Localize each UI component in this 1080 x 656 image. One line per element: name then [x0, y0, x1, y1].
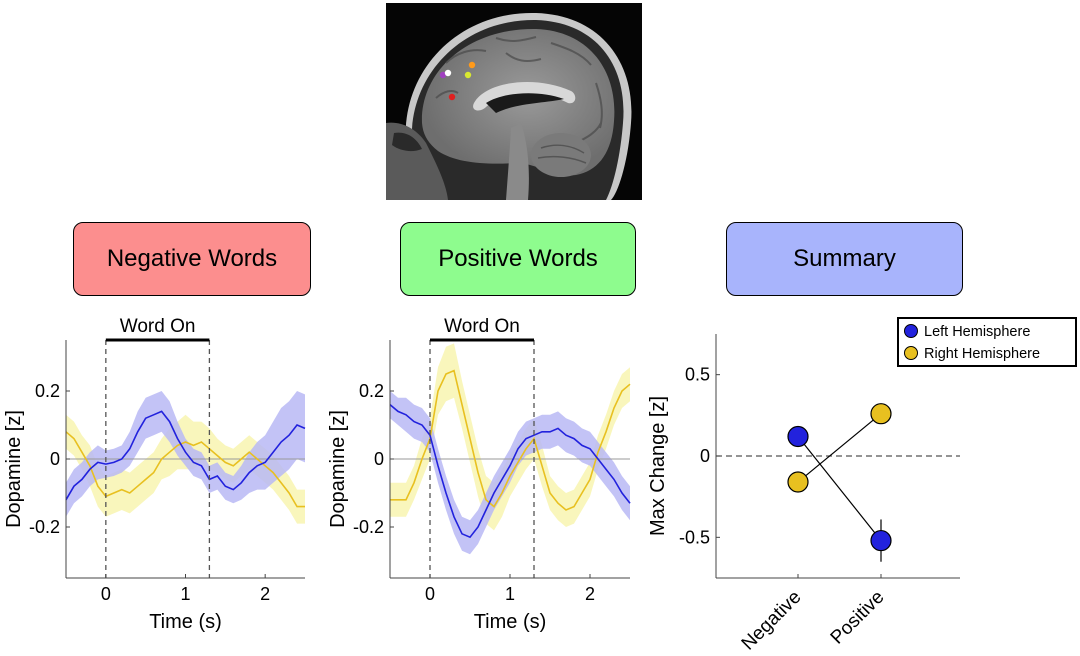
y-tick-label: 0 [700, 446, 710, 466]
y-axis-label: Dopamine [z] [3, 410, 25, 528]
legend-box [897, 317, 1077, 367]
positive-words-label: Positive Words [400, 222, 636, 296]
y-axis-label: Max Change [z] [647, 396, 669, 536]
electrode-white [444, 69, 452, 77]
legend-marker-left [904, 324, 918, 338]
x-tick-label: 2 [260, 584, 270, 604]
mri-sagittal-image [386, 3, 642, 200]
y-tick-label: -0.2 [29, 517, 60, 537]
electrode-orange [468, 61, 476, 69]
left-marker-positive [870, 529, 892, 552]
positive-words-plot: 0 1 2 -0.2 0 0.2 Word On Time (s) Dopamine [z] [327, 316, 631, 633]
x-tick-label: 0 [101, 584, 111, 604]
left-hemisphere-line [65, 410, 306, 501]
y-tick-label: 0.2 [35, 381, 60, 401]
legend-label-right: Right Hemisphere [924, 346, 1040, 362]
right-marker-negative [787, 471, 809, 493]
legend-marker-right [904, 346, 918, 360]
right-hemisphere-connector [797, 413, 882, 483]
left-hemisphere-connector [797, 436, 882, 541]
y-axis-label: Dopamine [z] [327, 410, 349, 528]
y-tick-label: 0.2 [359, 381, 384, 401]
y-tick-label: -0.5 [679, 527, 710, 547]
electrode-yellow-green [464, 71, 472, 79]
category-label-positive: Positive [827, 587, 889, 649]
electrode-purple [439, 71, 447, 79]
y-tick-label: 0 [374, 449, 384, 469]
negative-words-plot: 0 1 2 -0.2 0 0.2 Word On Time (s) Dopamine [z] [3, 316, 306, 633]
left-hemisphere-band [390, 391, 630, 555]
electrode-red [448, 93, 456, 101]
y-tick-label: 0 [50, 449, 60, 469]
right-hemisphere-line [65, 431, 305, 508]
left-hemisphere-line [389, 403, 631, 539]
category-label-negative: Negative [738, 587, 806, 655]
word-on-label: Word On [444, 316, 520, 337]
summary-label: Summary [726, 222, 963, 296]
x-tick-label: 0 [425, 584, 435, 604]
x-tick-label: 1 [180, 584, 190, 604]
negative-words-label: Negative Words [73, 222, 311, 296]
left-marker-negative [787, 425, 809, 448]
x-axis-label: Time (s) [149, 611, 222, 633]
right-hemisphere-band [66, 414, 305, 524]
x-tick-label: 2 [585, 584, 595, 604]
y-tick-label: 0.5 [685, 365, 710, 385]
x-axis-label: Time (s) [474, 611, 547, 633]
right-marker-positive [870, 403, 892, 425]
word-on-label: Word On [120, 316, 196, 337]
y-tick-label: -0.2 [353, 517, 384, 537]
x-tick-label: 1 [505, 584, 515, 604]
legend-label-left: Left Hemisphere [924, 324, 1030, 340]
right-hemisphere-band [390, 343, 630, 531]
right-hemisphere-line [390, 369, 631, 511]
left-hemisphere-band [66, 391, 305, 517]
